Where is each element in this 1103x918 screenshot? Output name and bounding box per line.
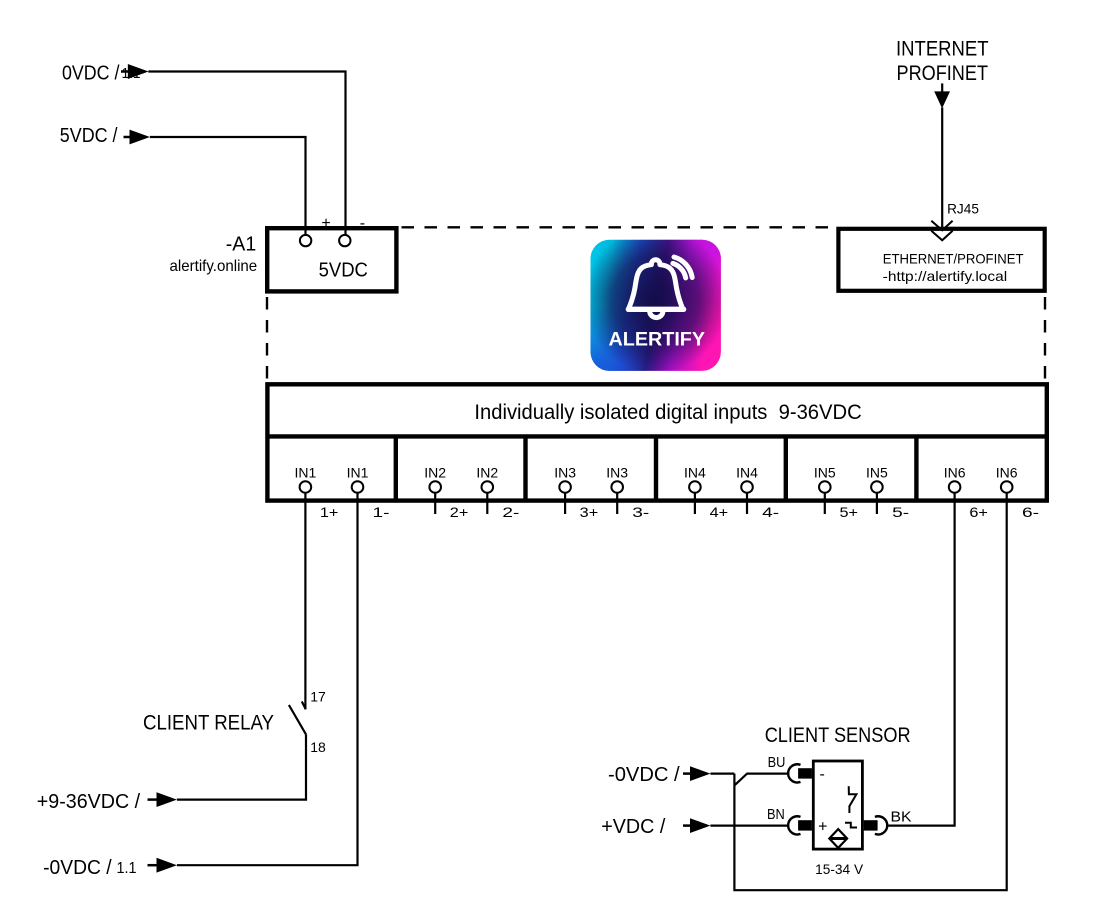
svg-text:2+: 2+ [450,504,469,520]
svg-text:CLIENT SENSOR: CLIENT SENSOR [765,724,911,747]
svg-text:5VDC: 5VDC [319,260,368,282]
svg-text:IN4: IN4 [684,465,706,481]
svg-text:IN2: IN2 [476,465,498,481]
svg-text:IN2: IN2 [424,465,446,481]
svg-text:2-: 2- [502,504,519,520]
svg-text:IN6: IN6 [944,465,966,481]
svg-text:-0VDC /: -0VDC / [43,857,112,879]
svg-text:alertify.online: alertify.online [170,258,258,275]
svg-text:CLIENT RELAY: CLIENT RELAY [143,712,274,735]
svg-text:BN: BN [767,806,785,823]
svg-text:6-: 6- [1022,504,1039,520]
svg-text:5+: 5+ [840,504,859,520]
svg-text:ALERTIFY: ALERTIFY [609,329,706,351]
svg-text:IN3: IN3 [554,465,576,481]
svg-text:-A1: -A1 [226,233,256,255]
svg-text:5VDC /: 5VDC / [60,125,118,147]
svg-text:18: 18 [310,739,326,755]
svg-text:+: + [321,215,330,232]
svg-text:IN6: IN6 [996,465,1018,481]
svg-text:-: - [820,766,825,783]
svg-text:1+: 1+ [320,504,339,520]
svg-text:4+: 4+ [710,504,729,520]
svg-text:3+: 3+ [580,504,599,520]
svg-text:-: - [360,215,365,232]
svg-text:6+: 6+ [969,504,988,520]
svg-text:Individually isolated digital: Individually isolated digital inputs 9-3… [474,401,861,424]
svg-text:-http://alertify.local: -http://alertify.local [883,268,1008,284]
svg-text:IN4: IN4 [736,465,758,481]
svg-text:17: 17 [310,688,326,704]
svg-text:3-: 3- [632,504,649,520]
svg-text:0VDC /: 0VDC / [62,63,120,85]
svg-text:BU: BU [768,754,786,771]
svg-text:IN5: IN5 [866,465,888,481]
svg-text:5-: 5- [892,504,909,520]
svg-text:INTERNET: INTERNET [896,38,989,61]
svg-text:PROFINET: PROFINET [897,62,989,85]
svg-text:IN1: IN1 [347,465,369,481]
svg-text:+: + [818,818,827,835]
svg-text:ETHERNET/PROFINET: ETHERNET/PROFINET [883,250,1024,266]
svg-text:4-: 4- [762,504,779,520]
svg-text:IN1: IN1 [295,465,317,481]
svg-text:IN5: IN5 [814,465,836,481]
svg-text:IN3: IN3 [606,465,628,481]
svg-text:RJ45: RJ45 [947,201,979,217]
svg-text:+9-36VDC /: +9-36VDC / [37,791,141,813]
svg-text:1.1: 1.1 [117,860,137,877]
svg-text:+VDC /: +VDC / [601,816,665,838]
svg-text:BK: BK [891,809,912,826]
svg-text:15-34 V: 15-34 V [815,861,864,877]
svg-text:1-: 1- [373,504,390,520]
svg-text:-0VDC /: -0VDC / [608,764,680,786]
